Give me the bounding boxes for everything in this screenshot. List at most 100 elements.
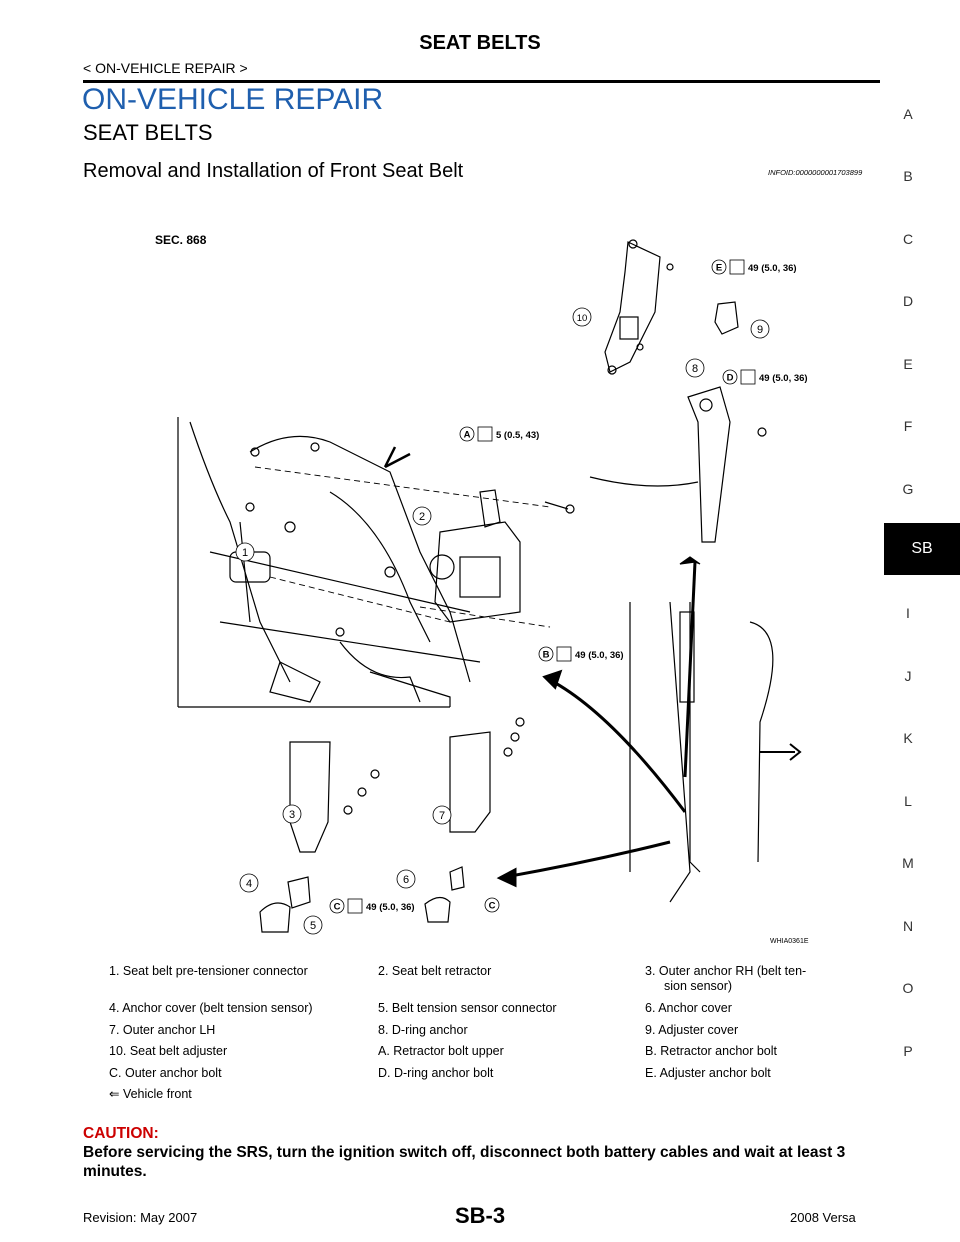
page-header-subtitle: < ON-VEHICLE REPAIR >: [83, 60, 248, 76]
svg-text:3: 3: [289, 809, 295, 821]
torque-label-e: E 49 (5.0, 36): [711, 259, 797, 275]
callout-9: 9: [750, 319, 770, 339]
callout-c-lower: C: [484, 897, 500, 913]
svg-text:5: 5: [310, 920, 316, 932]
svg-text:49 (5.0, 36): 49 (5.0, 36): [759, 373, 808, 384]
legend-row: C. Outer anchor bolt D. D-ring anchor bo…: [100, 1066, 880, 1088]
legend-row: 4. Anchor cover (belt tension sensor) 5.…: [100, 1001, 880, 1023]
retractor-bolt-upper: [544, 501, 575, 514]
callout-2: 2: [412, 506, 432, 526]
legend-item: B. Retractor anchor bolt: [645, 1044, 778, 1058]
legend-item: D. D-ring anchor bolt: [378, 1065, 494, 1080]
legend-item: 5. Belt tension sensor connector: [378, 1001, 557, 1015]
legend-item: ⇐ Vehicle front: [109, 1087, 192, 1101]
callout-8: 8: [685, 358, 705, 378]
side-index-c[interactable]: C: [902, 231, 914, 247]
callout-7: 7: [432, 805, 452, 825]
legend-item: 10. Seat belt adjuster: [109, 1044, 228, 1058]
legend-row: 7. Outer anchor LH 8. D-ring anchor 9. A…: [100, 1023, 880, 1045]
svg-text:C: C: [489, 901, 496, 912]
header-rule: [83, 80, 880, 83]
legend-row: 1. Seat belt pre-tensioner connector 2. …: [100, 964, 880, 1001]
legend-item: 4. Anchor cover (belt tension sensor): [109, 1001, 313, 1015]
svg-text:49 (5.0, 36): 49 (5.0, 36): [748, 263, 797, 274]
section-title: ON-VEHICLE REPAIR: [82, 83, 384, 116]
caution-label: CAUTION:: [83, 1125, 159, 1142]
legend-item: 7. Outer anchor LH: [109, 1022, 216, 1037]
legend-table: 1. Seat belt pre-tensioner connector 2. …: [100, 964, 880, 1109]
side-index-m[interactable]: M: [902, 855, 914, 871]
side-index-g[interactable]: G: [902, 481, 914, 497]
side-index-f[interactable]: F: [903, 418, 913, 434]
svg-text:B: B: [543, 650, 550, 661]
svg-text:9: 9: [757, 324, 763, 336]
side-index-l[interactable]: L: [904, 793, 912, 809]
footer-model: 2008 Versa: [790, 1210, 856, 1225]
legend-item: A. Retractor bolt upper: [378, 1044, 504, 1058]
callout-1: 1: [235, 542, 255, 562]
legend-row: ⇐ Vehicle front: [100, 1087, 880, 1109]
retractor-assembly: [329, 489, 521, 643]
svg-text:49 (5.0, 36): 49 (5.0, 36): [366, 902, 415, 913]
side-index-o[interactable]: O: [902, 980, 914, 996]
seat-belt-adjuster: [604, 239, 674, 375]
callout-5: 5: [303, 915, 323, 935]
side-index-d[interactable]: D: [902, 293, 914, 309]
callout-4: 4: [239, 873, 259, 893]
callout-group: 1 2 3 4 5 6 7 8 9 10: [235, 307, 770, 935]
legend-item: 9. Adjuster cover: [645, 1022, 739, 1037]
legend-item: 2. Seat belt retractor: [378, 964, 492, 978]
figure-code: WHIA0361E: [770, 938, 809, 945]
svg-text:8: 8: [692, 363, 698, 375]
svg-text:C: C: [334, 902, 341, 913]
guide-lines: [254, 466, 551, 628]
seat-belt-diagram: SEC. 868: [155, 233, 809, 945]
side-index-k[interactable]: K: [903, 730, 913, 746]
topic-title: Removal and Installation of Front Seat B…: [83, 160, 464, 182]
side-index-b[interactable]: B: [903, 168, 913, 184]
torque-label-a: A 5 (0.5, 43): [459, 426, 539, 442]
side-index-p[interactable]: P: [903, 1043, 913, 1059]
torque-group: E 49 (5.0, 36) D 49 (5.0, 36) A 5 (0.5, …: [329, 259, 808, 914]
legend-item-line: 3. Outer anchor RH (belt ten-: [645, 964, 807, 978]
svg-text:49 (5.0, 36): 49 (5.0, 36): [575, 650, 624, 661]
legend-item: 8. D-ring anchor: [378, 1022, 468, 1037]
footer-revision: Revision: May 2007: [83, 1210, 198, 1225]
side-index-n[interactable]: N: [902, 918, 914, 934]
svg-text:2: 2: [419, 511, 425, 523]
torque-label-d: D 49 (5.0, 36): [722, 369, 808, 385]
legend-item: C. Outer anchor bolt: [109, 1065, 222, 1080]
view-arrows: [496, 669, 687, 888]
svg-text:10: 10: [577, 313, 588, 324]
legend-item-line: sion sensor): [664, 979, 733, 993]
d-ring-anchor: [589, 343, 767, 543]
svg-text:1: 1: [242, 547, 248, 559]
side-index-sb-active[interactable]: SB: [884, 523, 960, 575]
side-index-a[interactable]: A: [903, 106, 913, 122]
adjuster-cover: [714, 301, 739, 335]
callout-10: 10: [572, 307, 592, 327]
footer-page-number: SB-3: [454, 1203, 506, 1228]
vehicle-pillar-view: [629, 556, 774, 903]
callout-6: 6: [396, 869, 416, 889]
page-header-title: SEAT BELTS: [419, 32, 541, 54]
vehicle-front-arrow-right: [760, 743, 802, 761]
side-index-i[interactable]: I: [906, 605, 910, 621]
side-index-j[interactable]: J: [904, 668, 912, 684]
svg-text:D: D: [727, 373, 734, 384]
torque-label-c: C 49 (5.0, 36): [329, 898, 415, 914]
section-label: SEC. 868: [155, 233, 207, 247]
torque-label-b: B 49 (5.0, 36): [538, 646, 624, 662]
caution-text: Before servicing the SRS, turn the ignit…: [83, 1144, 846, 1180]
legend-item: 3. Outer anchor RH (belt ten- sion senso…: [645, 964, 845, 994]
body-panel: [177, 417, 481, 708]
side-index-e[interactable]: E: [903, 356, 913, 372]
svg-text:5 (0.5, 43): 5 (0.5, 43): [496, 430, 539, 441]
legend-item: E. Adjuster anchor bolt: [645, 1065, 771, 1080]
sub-title: SEAT BELTS: [83, 120, 213, 145]
svg-text:E: E: [716, 263, 722, 274]
vehicle-front-arrow-left: [383, 446, 411, 469]
svg-text:4: 4: [246, 878, 252, 890]
svg-text:A: A: [464, 430, 471, 441]
legend-item: 6. Anchor cover: [645, 1001, 732, 1015]
